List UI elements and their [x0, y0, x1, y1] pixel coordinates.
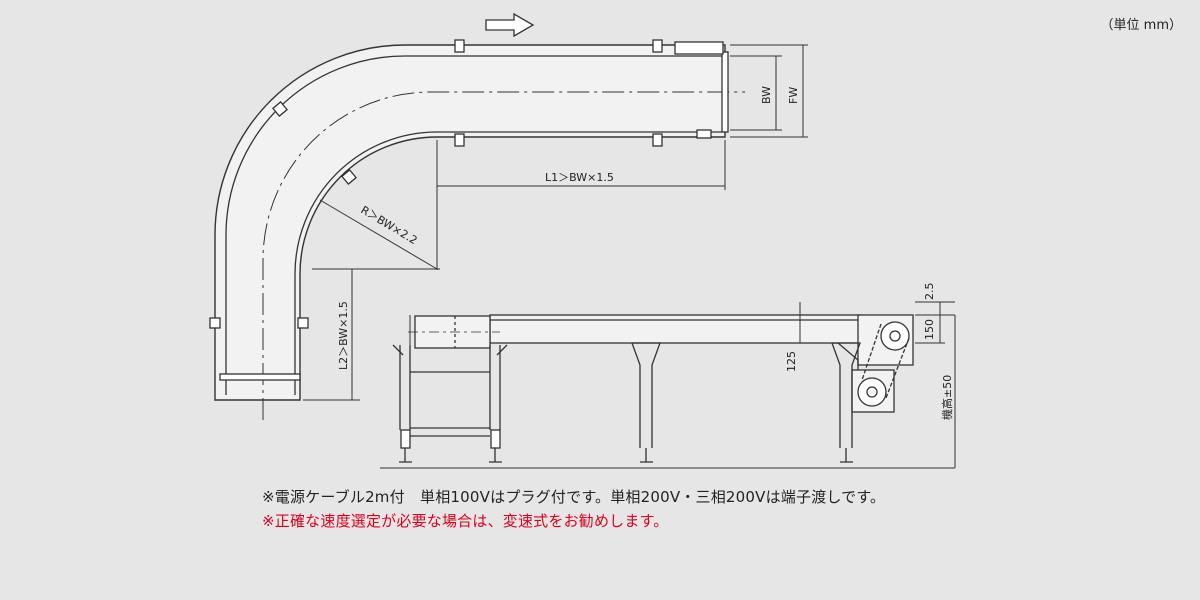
motor-sprocket: [857, 377, 887, 407]
support-tab: [652, 133, 663, 147]
dim-2-5-label: 2.5: [923, 283, 936, 301]
fw-dimension-line: [730, 44, 808, 138]
leg-foot: [490, 429, 501, 449]
note-power-cable: ※電源ケーブル2m付 単相100Vはプラグ付です。単相200V・三相200Vは端…: [262, 488, 886, 506]
middle-leg: [631, 342, 661, 448]
adjuster-feet: [399, 448, 853, 463]
support-tab: [272, 101, 288, 117]
end-roller-bottom: [219, 373, 301, 381]
support-tab: [652, 39, 663, 53]
support-tab: [297, 317, 309, 329]
leg-foot: [400, 429, 411, 449]
radius-line: [319, 199, 438, 270]
bw-dimension-line: [730, 55, 782, 131]
support-tab: [454, 133, 465, 147]
l2-label: L2＞BW×1.5: [337, 301, 350, 370]
motor-top-view: [674, 41, 724, 55]
curve-center-line: [262, 91, 745, 420]
side-dim-lines: [790, 301, 956, 468]
note-speed-selection: ※正確な速度選定が必要な場合は、変速式をお勧めします。: [262, 512, 669, 530]
dim-125-label: 125: [785, 351, 798, 372]
drive-chain: [861, 323, 910, 399]
curve-outer-frame: [214, 44, 726, 401]
support-tab: [341, 169, 357, 185]
fw-label: FW: [787, 87, 800, 104]
unit-label: （単位 mm）: [1100, 18, 1182, 33]
l2-dimension-line: [303, 268, 440, 401]
end-roller-top: [721, 51, 729, 133]
dim-150-label: 150: [923, 319, 936, 340]
l1-label: L1＞BW×1.5: [545, 171, 614, 184]
right-leg: [831, 342, 861, 448]
bw-label: BW: [760, 86, 773, 104]
curve-belt-inner-edge: [294, 131, 722, 395]
l1-dimension-line: [436, 140, 726, 270]
machine-height-label: 機高±50: [940, 375, 954, 420]
support-tab: [209, 317, 221, 329]
side-beam: [489, 314, 861, 344]
head-sprocket: [880, 321, 910, 351]
support-tab: [454, 39, 465, 53]
direction-arrow: [485, 12, 535, 38]
support-tab: [696, 129, 712, 139]
left-leg-stand: [399, 345, 501, 437]
